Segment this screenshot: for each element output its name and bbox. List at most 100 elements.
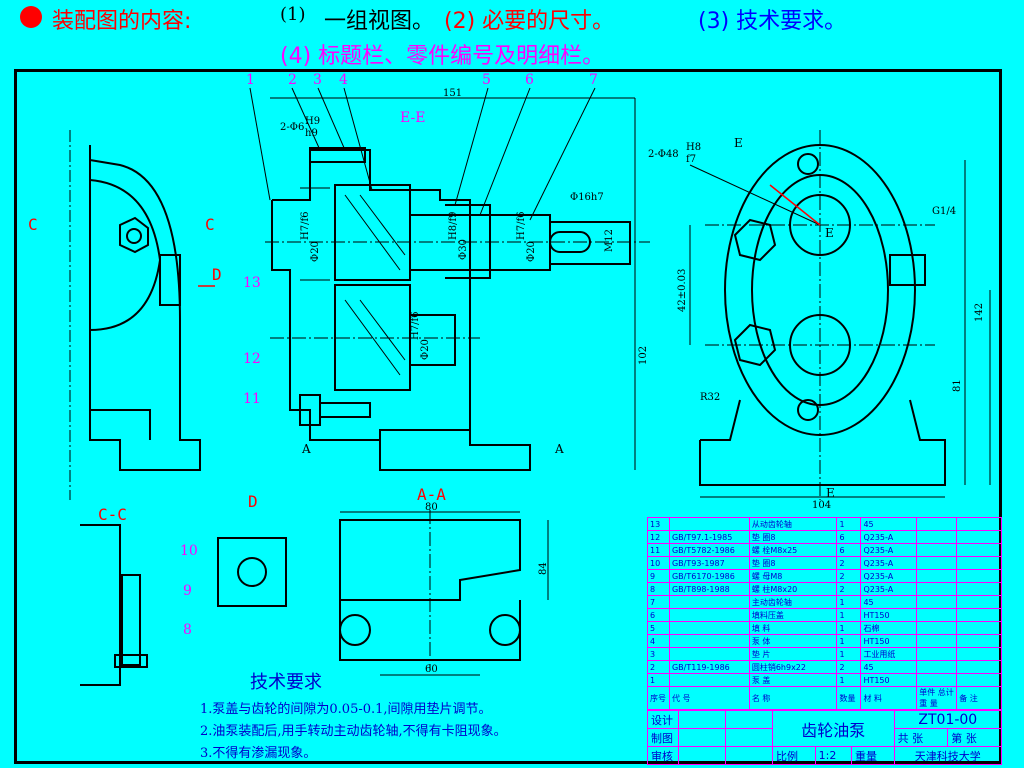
bom-cell-empty: [956, 634, 1002, 648]
leader-2: [291, 87, 321, 151]
drawing-name: 齿轮油泵: [772, 710, 895, 747]
bom-cell: [916, 673, 958, 687]
bom-cell: 1: [836, 621, 862, 635]
bom-cell: 13: [647, 517, 670, 531]
bom-cell: 2: [836, 660, 862, 674]
drawing-frame: [14, 69, 1002, 764]
bom-header-sum: 总计: [937, 688, 954, 697]
dim-g14: G1/4: [932, 206, 956, 217]
bom-cell: 泵 盖: [748, 673, 838, 687]
title-design: 设计: [647, 710, 679, 729]
mark-e-bottom: E: [826, 486, 835, 500]
bom-cell: [668, 673, 750, 687]
bom-cell: 7: [647, 595, 670, 609]
bom-cell-empty: [956, 608, 1002, 622]
bom-cell: 石棉: [860, 621, 918, 635]
bom-cell: Q235-A: [860, 530, 918, 544]
bom-cell: [668, 647, 750, 661]
leader-4: [343, 87, 373, 191]
bom-cell: 9: [647, 569, 670, 583]
bom-header-row: 序号 代 号 名 称 数量 材 料 单件 总计重 量 备 注: [647, 686, 1002, 710]
callout-3: 3: [313, 72, 322, 88]
left-view-boss: [159, 254, 181, 306]
bom-cell: 1: [836, 647, 862, 661]
scale-value: 1:2: [814, 746, 852, 765]
left-view-hex-nut: [119, 216, 149, 254]
bom-header-name: 名 称: [748, 686, 838, 710]
bom-cell: [916, 647, 958, 661]
dim-84: 84: [538, 562, 549, 575]
bom-cell: [668, 634, 750, 648]
bom-cell: GB/T97.1-1985: [668, 530, 750, 544]
callout-9: 9: [183, 583, 192, 599]
bom-cell: 8: [647, 582, 670, 596]
callout-8: 8: [183, 622, 192, 638]
bom-cell: 螺 栓M8x25: [748, 543, 838, 557]
leader-3: [317, 87, 346, 151]
bom-cell: [916, 517, 958, 531]
bom-cell: 2: [836, 582, 862, 596]
main-view-cover: [271, 200, 380, 441]
dim-phi30: Φ30: [458, 239, 469, 260]
dim-142: 142: [974, 303, 985, 322]
bom-cell: GB/T898-1988: [668, 582, 750, 596]
title-review-date: [725, 746, 773, 765]
item1-number: (1): [280, 4, 306, 25]
bom-cell: HT150: [860, 673, 918, 687]
callout-1: 1: [246, 72, 255, 88]
bom-cell: 3: [647, 647, 670, 661]
requirement-2: 2.油泵装配后,用手转动主动齿轮轴,不得有卡阻现象。: [200, 724, 507, 739]
dim-phi20-lower: Φ20: [420, 339, 431, 360]
bom-header-code: 代 号: [668, 686, 750, 710]
bom-cell: [916, 543, 958, 557]
bom-cell: 6: [836, 530, 862, 544]
main-view-body: [272, 149, 531, 471]
aa-view-hole-right: [489, 614, 521, 646]
bom-cell: 45: [860, 660, 918, 674]
bom-cell: 螺 母M8: [748, 569, 838, 583]
cc-view-stud: [121, 574, 141, 666]
callout-12: 12: [243, 351, 261, 367]
bom-cell: GB/T93-1987: [668, 556, 750, 570]
bom-cell: 45: [860, 595, 918, 609]
requirement-1: 1.泵盖与齿轮的间隙为0.05-0.1,间隙用垫片调节。: [200, 702, 492, 717]
bom-header-note: 备 注: [956, 686, 1002, 710]
right-view-bolt-head-1: [733, 218, 777, 262]
mark-a-left: A: [301, 442, 311, 456]
mark-e-top: E: [734, 136, 743, 150]
bom-cell: 12: [647, 530, 670, 544]
scale-label: 比例: [772, 746, 816, 765]
bom-cell: 11: [647, 543, 670, 557]
bom-cell-empty: [956, 530, 1002, 544]
title-block: 设计 齿轮油泵 ZT01-00 制图 共 张 第 张 审核 比例 1:2 重量 …: [647, 710, 1003, 765]
dim-fit-h7f6-shaft: H7/f6: [516, 211, 527, 240]
dim-81: 81: [952, 379, 963, 392]
right-view-port: [889, 254, 926, 286]
bom-cell-empty: [956, 543, 1002, 557]
left-view-bolt: [126, 228, 142, 244]
bom-header-weight-label: 重 量: [919, 699, 938, 708]
bom-cell: 工业用纸: [860, 647, 918, 661]
dim-h9b: h9: [305, 128, 318, 139]
bom-cell: 螺 柱M8x20: [748, 582, 838, 596]
item2-text: (2) 必要的尺寸。: [444, 9, 615, 34]
bom-cell: Q235-A: [860, 582, 918, 596]
callout-7: 7: [589, 72, 598, 88]
dim-60: 60: [425, 664, 438, 675]
mark-d: D: [212, 265, 222, 284]
leader-7: [529, 87, 596, 221]
bom-cell: 填料压盖: [748, 608, 838, 622]
bullet-dot: [20, 6, 42, 28]
bom-cell: 从动齿轮轴: [748, 517, 838, 531]
bom-cell: [668, 595, 750, 609]
cc-view-outline: [80, 524, 121, 686]
dim-phi20-top: Φ20: [310, 241, 321, 262]
